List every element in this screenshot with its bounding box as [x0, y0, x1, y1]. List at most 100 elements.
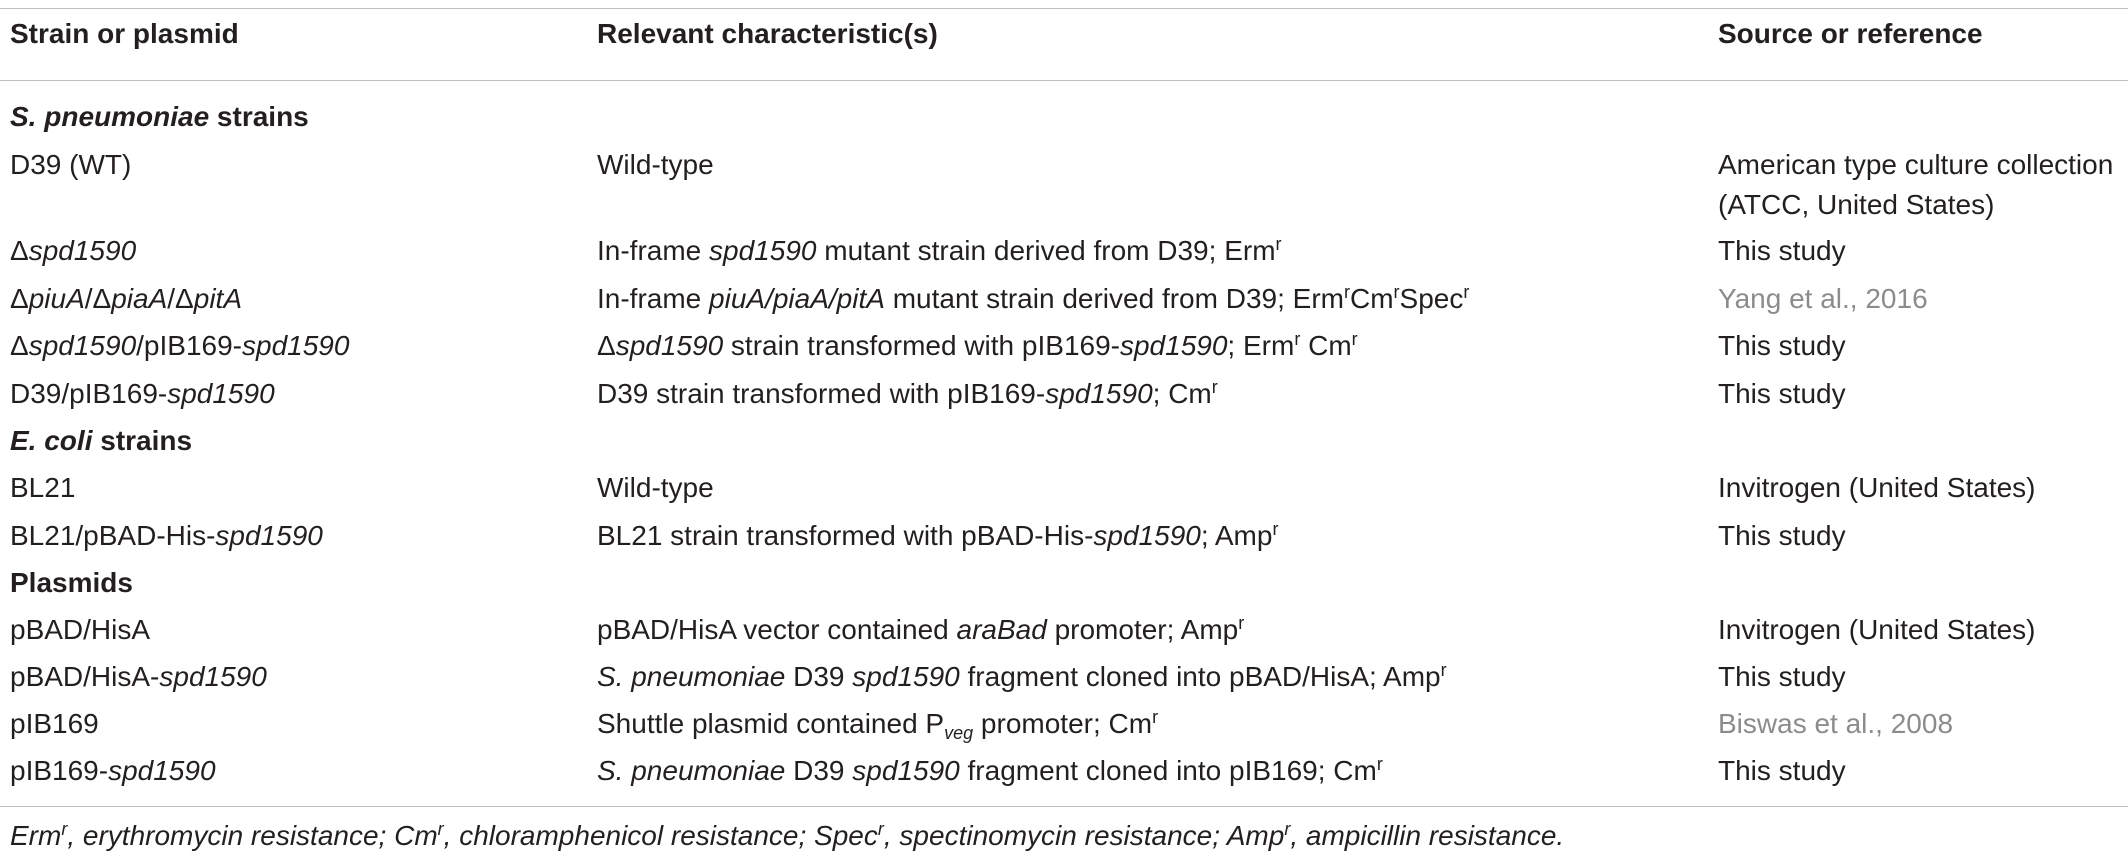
- strain-cell: pIB169-spd1590: [10, 751, 216, 791]
- strain-text: Δ: [10, 330, 29, 361]
- gene-name: pitA: [193, 283, 243, 314]
- resistance-superscript: r: [1351, 329, 1358, 349]
- source-cell: This study: [1718, 330, 1846, 361]
- resistance-superscript: r: [1284, 819, 1291, 839]
- characteristic-text: D39: [785, 755, 853, 786]
- characteristic-text: BL21 strain transformed with pBAD-His-: [597, 520, 1094, 551]
- strain-text: /pIB169-: [136, 330, 242, 361]
- characteristic-cell: Shuttle plasmid contained Pveg promoter;…: [597, 704, 1158, 744]
- gene-name: spd1590: [28, 330, 137, 361]
- footnote-text: , chloramphenicol resistance; Spec: [443, 820, 878, 851]
- footnote-text: , ampicillin resistance.: [1290, 820, 1565, 851]
- bottom-rule: [0, 806, 2128, 807]
- source-cell: This study: [1718, 755, 1846, 786]
- characteristic-text: Cm: [1349, 283, 1394, 314]
- resistance-superscript: r: [1272, 519, 1279, 539]
- resistance-superscript: r: [1211, 377, 1218, 397]
- gene-name: spd1590: [167, 378, 275, 409]
- section-title-suffix: strains: [209, 101, 309, 132]
- resistance-superscript: r: [1463, 282, 1470, 302]
- characteristic-text: strain transformed with pIB169-: [723, 330, 1120, 361]
- table-footnote: Ermr, erythromycin resistance; Cmr, chlo…: [10, 816, 1564, 856]
- strain-text: Δ: [10, 283, 29, 314]
- characteristic-cell: pBAD/HisA vector contained araBad promot…: [597, 610, 1244, 650]
- source-reference-link[interactable]: Yang et al., 2016: [1718, 283, 1928, 314]
- organism-name: S. pneumoniae: [597, 755, 786, 786]
- gene-name: spd1590: [28, 235, 137, 266]
- strain-cell: D39/pIB169-spd1590: [10, 374, 275, 414]
- strain-cell: BL21: [10, 468, 75, 508]
- strain-text: D39/pIB169-: [10, 378, 168, 409]
- gene-name: piuA/piaA/pitA: [709, 283, 885, 314]
- characteristic-text: Wild-type: [597, 472, 714, 503]
- header-rule: [0, 80, 2128, 81]
- gene-name: araBad: [956, 614, 1047, 645]
- characteristic-text: ; Erm: [1227, 330, 1295, 361]
- strain-cell: Δspd1590/pIB169-spd1590: [10, 326, 349, 366]
- footnote-text: , spectinomycin resistance; Amp: [883, 820, 1285, 851]
- strain-text: pIB169-: [10, 755, 109, 786]
- gene-name: spd1590: [159, 661, 267, 692]
- promoter-subscript: veg: [944, 723, 974, 743]
- strain-cell: pIB169: [10, 704, 99, 744]
- characteristic-text: ; Amp: [1200, 520, 1273, 551]
- top-rule: [0, 8, 2128, 9]
- characteristic-cell: S. pneumoniae D39 spd1590 fragment clone…: [597, 751, 1383, 791]
- gene-name: spd1590: [615, 330, 724, 361]
- resistance-superscript: r: [437, 819, 444, 839]
- source-cell: This study: [1718, 378, 1846, 409]
- header-source: Source or reference: [1718, 18, 1983, 49]
- source-cell: This study: [1718, 235, 1846, 266]
- strain-cell: BL21/pBAD-His-spd1590: [10, 516, 323, 556]
- resistance-superscript: r: [1238, 613, 1245, 633]
- source-cell: Invitrogen (United States): [1718, 472, 2036, 503]
- gene-name: spd1590: [852, 755, 960, 786]
- footnote-text: , erythromycin resistance; Cm: [67, 820, 438, 851]
- source-cell: American type culture collection (ATCC, …: [1718, 149, 2114, 220]
- characteristic-text: Cm: [1300, 330, 1352, 361]
- characteristic-cell: S. pneumoniae D39 spd1590 fragment clone…: [597, 657, 1447, 697]
- strain-text: D39 (WT): [10, 149, 132, 180]
- gene-name: piuA: [28, 283, 85, 314]
- characteristic-cell: Wild-type: [597, 468, 714, 508]
- characteristic-text: pBAD/HisA vector contained: [597, 614, 957, 645]
- gene-name: piaA: [111, 283, 168, 314]
- strain-cell: Δspd1590: [10, 231, 136, 271]
- characteristic-cell: Wild-type: [597, 145, 714, 185]
- characteristic-cell: D39 strain transformed with pIB169-spd15…: [597, 374, 1218, 414]
- characteristic-cell: BL21 strain transformed with pBAD-His-sp…: [597, 516, 1278, 556]
- resistance-superscript: r: [61, 819, 68, 839]
- characteristic-text: promoter; Amp: [1046, 614, 1239, 645]
- strain-text: BL21/pBAD-His-: [10, 520, 216, 551]
- strain-cell: D39 (WT): [10, 145, 131, 185]
- characteristic-text: promoter; Cm: [973, 708, 1153, 739]
- strain-text: Δ: [10, 235, 29, 266]
- strain-cell: pBAD/HisA-spd1590: [10, 657, 267, 697]
- characteristic-text: In-frame: [597, 235, 710, 266]
- characteristic-text: D39 strain transformed with pIB169-: [597, 378, 1046, 409]
- section-title-organism: E. coli: [10, 425, 93, 456]
- section-title-s-pneumoniae: S. pneumoniae strains: [10, 97, 309, 137]
- characteristic-text: fragment cloned into pIB169; Cm: [959, 755, 1377, 786]
- source-cell: This study: [1718, 661, 1846, 692]
- resistance-superscript: r: [1294, 329, 1301, 349]
- resistance-superscript: r: [877, 819, 884, 839]
- characteristic-text: Wild-type: [597, 149, 714, 180]
- characteristic-cell: In-frame spd1590 mutant strain derived f…: [597, 231, 1282, 271]
- gene-name: spd1590: [1119, 330, 1228, 361]
- characteristic-text: Spec: [1399, 283, 1464, 314]
- strain-text: pBAD/HisA: [10, 614, 151, 645]
- source-reference-link[interactable]: Biswas et al., 2008: [1718, 708, 1954, 739]
- strain-cell: ΔpiuA/ΔpiaA/ΔpitA: [10, 279, 242, 319]
- strain-text: pBAD/HisA-: [10, 661, 160, 692]
- resistance-superscript: r: [1376, 754, 1383, 774]
- section-title-text: Plasmids: [10, 567, 133, 598]
- gene-name: spd1590: [1093, 520, 1201, 551]
- characteristic-cell: Δspd1590 strain transformed with pIB169-…: [597, 326, 1358, 366]
- strain-text: /Δ: [167, 283, 194, 314]
- characteristic-text: D39: [785, 661, 853, 692]
- header-characteristics: Relevant characteristic(s): [597, 18, 938, 49]
- resistance-superscript: r: [1275, 234, 1282, 254]
- strain-text: /Δ: [84, 283, 112, 314]
